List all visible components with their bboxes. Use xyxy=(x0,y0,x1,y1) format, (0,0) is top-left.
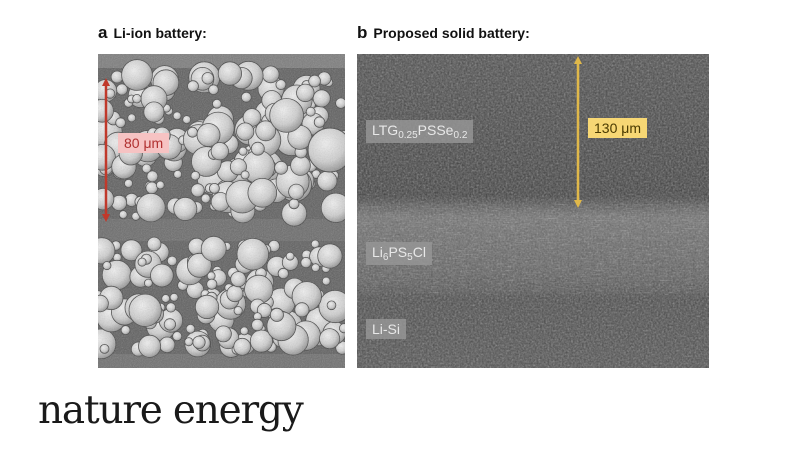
panel-b-title: b Proposed solid battery: xyxy=(357,23,530,43)
layer-label-lisi: Li-Si xyxy=(366,319,407,339)
panel-a-title-text: Li-ion battery: xyxy=(113,25,207,41)
layer-label-li6ps5cl: Li6PS5Cl xyxy=(366,242,432,265)
li-ion-micrograph xyxy=(98,54,345,368)
solid-battery-micrograph xyxy=(357,54,709,368)
panel-b-letter: b xyxy=(357,23,368,42)
panel-a-letter: a xyxy=(98,23,108,42)
panel-b-scale-bar xyxy=(574,56,582,208)
layer-label-ltgpsse: LTG0.25PSSe0.2 xyxy=(366,120,474,143)
nature-energy-logo: nature energy xyxy=(38,388,304,433)
panel-b-scale-label: 130 μm xyxy=(588,118,647,138)
panel-a-scale-bar xyxy=(102,78,110,222)
panel-b-title-text: Proposed solid battery: xyxy=(373,25,530,41)
panel-a-title: a Li-ion battery: xyxy=(98,23,207,43)
panel-a-scale-label: 80 μm xyxy=(118,133,170,153)
